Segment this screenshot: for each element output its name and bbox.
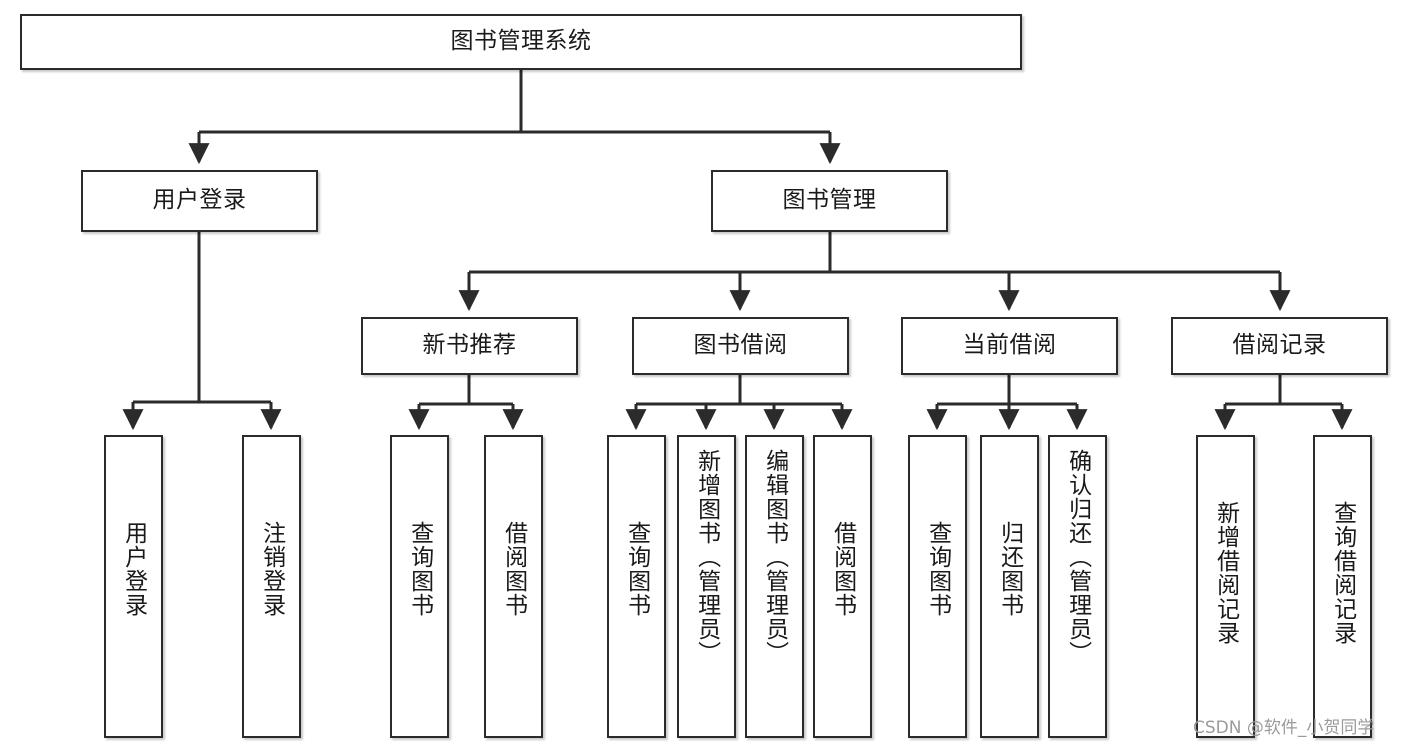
node-leaf-borrow-book[interactable]: 借阅图书 [813, 435, 872, 738]
node-leaf-query-book-current-label: 查询图书 [924, 521, 951, 617]
node-book-borrow-label: 图书借阅 [693, 332, 788, 359]
node-book-borrow[interactable]: 图书借阅 [632, 317, 849, 375]
node-root-label: 图书管理系统 [450, 28, 592, 55]
node-leaf-user-login-label: 用户登录 [120, 521, 147, 617]
node-leaf-logout[interactable]: 注销登录 [242, 435, 301, 738]
node-leaf-query-book-borrow-label: 查询图书 [623, 521, 650, 617]
node-leaf-query-book-borrow[interactable]: 查询图书 [607, 435, 666, 738]
node-leaf-confirm-return-label: 确认归还（管理员） [1064, 449, 1091, 665]
node-leaf-add-book[interactable]: 新增图书（管理员） [677, 435, 736, 738]
node-leaf-return-book-label: 归还图书 [996, 521, 1023, 617]
node-root[interactable]: 图书管理系统 [20, 14, 1022, 70]
node-leaf-add-borrow-record-label: 新增借阅记录 [1212, 501, 1239, 645]
node-current-borrow-label: 当前借阅 [962, 332, 1057, 359]
node-new-book-recommend[interactable]: 新书推荐 [361, 317, 578, 375]
node-leaf-user-login[interactable]: 用户登录 [104, 435, 163, 738]
node-leaf-edit-book[interactable]: 编辑图书（管理员） [745, 435, 804, 738]
node-book-management[interactable]: 图书管理 [711, 170, 948, 232]
node-leaf-borrow-book-recommend-label: 借阅图书 [500, 521, 527, 617]
node-borrow-record[interactable]: 借阅记录 [1171, 317, 1388, 375]
node-leaf-edit-book-label: 编辑图书（管理员） [761, 449, 788, 665]
node-leaf-query-borrow-record-label: 查询借阅记录 [1329, 501, 1356, 645]
node-leaf-query-borrow-record[interactable]: 查询借阅记录 [1313, 435, 1372, 738]
node-leaf-query-book-recommend[interactable]: 查询图书 [390, 435, 449, 738]
node-leaf-add-borrow-record[interactable]: 新增借阅记录 [1196, 435, 1255, 738]
node-book-management-label: 图书管理 [782, 187, 877, 214]
node-leaf-query-book-current[interactable]: 查询图书 [908, 435, 967, 738]
node-user-login-label: 用户登录 [152, 187, 247, 214]
node-new-book-recommend-label: 新书推荐 [422, 332, 517, 359]
node-leaf-borrow-book-label: 借阅图书 [829, 521, 856, 617]
node-leaf-confirm-return[interactable]: 确认归还（管理员） [1048, 435, 1107, 738]
node-leaf-return-book[interactable]: 归还图书 [980, 435, 1039, 738]
csdn-watermark: CSDN @软件_小贺同学 [1193, 718, 1375, 738]
node-user-login[interactable]: 用户登录 [81, 170, 318, 232]
node-current-borrow[interactable]: 当前借阅 [901, 317, 1118, 375]
node-borrow-record-label: 借阅记录 [1232, 332, 1327, 359]
node-leaf-add-book-label: 新增图书（管理员） [693, 449, 720, 665]
node-leaf-borrow-book-recommend[interactable]: 借阅图书 [484, 435, 543, 738]
node-leaf-logout-label: 注销登录 [258, 521, 285, 617]
node-leaf-query-book-recommend-label: 查询图书 [406, 521, 433, 617]
